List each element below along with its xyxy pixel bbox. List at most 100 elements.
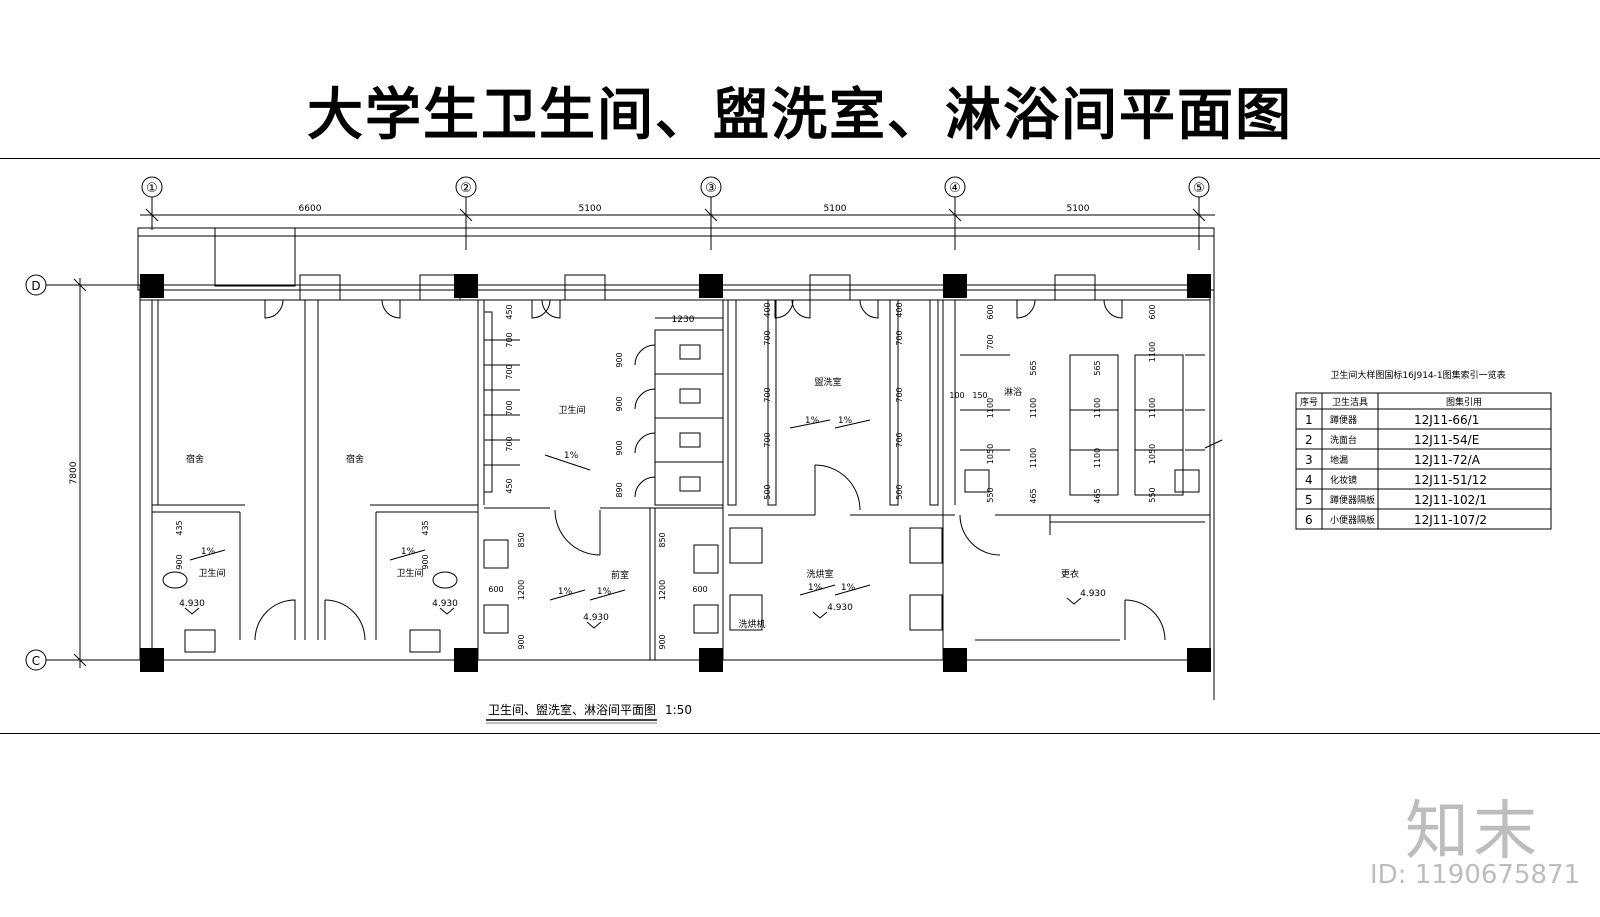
svg-text:900: 900: [175, 554, 184, 569]
axis-label-2: ②: [460, 181, 472, 196]
legend-row-1-no: 1: [1305, 413, 1313, 427]
svg-text:600: 600: [488, 585, 503, 594]
svg-text:700: 700: [763, 387, 772, 402]
plan-caption: 卫生间、盥洗室、淋浴间平面图: [488, 702, 656, 717]
svg-text:565: 565: [1029, 360, 1038, 375]
svg-text:700: 700: [505, 332, 514, 347]
svg-text:890: 890: [615, 482, 624, 497]
svg-text:565: 565: [1093, 360, 1102, 375]
legend-row-6-no: 6: [1305, 513, 1313, 527]
legend-row-4-ref: 12J11-51/12: [1414, 473, 1487, 487]
legend-row-2-no: 2: [1305, 433, 1313, 447]
shower-top-dim-2: 150: [972, 391, 987, 400]
legend-row-5-ref: 12J11-102/1: [1414, 493, 1487, 507]
span-dim-3: 5100: [824, 204, 847, 214]
legend-row-2-fixture: 洗面台: [1330, 434, 1357, 446]
svg-text:900: 900: [615, 396, 624, 411]
axis-label-3: ③: [705, 181, 717, 196]
svg-text:400: 400: [763, 302, 772, 317]
room-shower: 淋浴: [1004, 386, 1022, 398]
svg-text:700: 700: [895, 387, 904, 402]
room-toilet-small-2: 卫生间: [396, 567, 423, 579]
legend-col-fixture: 卫生洁具: [1332, 396, 1368, 408]
legend-row-1-fixture: 蹲便器: [1330, 414, 1357, 426]
svg-text:1050: 1050: [986, 444, 995, 464]
legend-row-3-fixture: 地漏: [1330, 454, 1348, 466]
dims-shower-b: 565 1100 1100 465: [1029, 360, 1038, 503]
svg-text:400: 400: [895, 302, 904, 317]
svg-text:1050: 1050: [1148, 444, 1157, 464]
span-dim-2: 5100: [579, 204, 602, 214]
svg-text:900: 900: [615, 352, 624, 367]
room-dryer: 洗烘机: [738, 618, 765, 630]
svg-text:1200: 1200: [658, 580, 667, 600]
legend-row-1-ref: 12J11-66/1: [1414, 413, 1479, 427]
svg-text:850: 850: [658, 532, 667, 547]
legend-row-4-no: 4: [1305, 473, 1313, 487]
dims-wash-right: 400 700 700 700 500: [895, 302, 904, 499]
slope-mark-laundry-2: 1%: [841, 583, 856, 593]
legend-row-6-fixture: 小便器隔板: [1330, 514, 1375, 526]
legend-row-5-fixture: 蹲便器隔板: [1330, 494, 1375, 506]
legend-col-ref: 图集引用: [1446, 396, 1482, 408]
svg-text:465: 465: [1093, 488, 1102, 503]
svg-text:700: 700: [763, 330, 772, 345]
elev-small-2: 4.930: [432, 599, 458, 609]
dims-wash-left: 400 700 700 700 500: [763, 302, 772, 499]
legend-row-6-ref: 12J11-107/2: [1414, 513, 1487, 527]
axis-bubbles: [25, 176, 1210, 671]
svg-text:850: 850: [517, 532, 526, 547]
room-anteroom: 前室: [611, 569, 629, 581]
dims-shower-a: 600 700 1100 1050 550: [986, 304, 995, 502]
slope-mark-ante-1: 1%: [558, 587, 573, 597]
room-dorm-1: 宿舍: [186, 453, 204, 465]
elev-changing: 4.930: [1080, 589, 1106, 599]
svg-text:1100: 1100: [1093, 448, 1102, 468]
svg-text:900: 900: [421, 554, 430, 569]
svg-text:435: 435: [421, 520, 430, 535]
room-dorm-2: 宿舍: [346, 453, 364, 465]
legend-row-3-ref: 12J11-72/A: [1414, 453, 1481, 467]
depth-dim: 7800: [69, 461, 79, 484]
slope-mark-laundry-1: 1%: [808, 583, 823, 593]
watermark-logo: 知末: [1405, 795, 1541, 869]
dims-shower-d: 600 1100 1100 1050 550: [1148, 304, 1157, 502]
slope-mark-small-1: 1%: [201, 547, 216, 557]
dims-small-toilet: 435 900 435 900: [175, 520, 430, 569]
svg-text:900: 900: [517, 634, 526, 649]
axis-label-1: ①: [146, 181, 158, 196]
svg-text:550: 550: [986, 487, 995, 502]
svg-text:550: 550: [1148, 487, 1157, 502]
svg-text:700: 700: [986, 334, 995, 349]
legend-row-2-ref: 12J11-54/E: [1414, 433, 1479, 447]
legend-row-3-no: 3: [1305, 453, 1313, 467]
svg-text:600: 600: [986, 304, 995, 319]
legend-row-4-fixture: 化妆镜: [1330, 474, 1357, 486]
columns: [140, 274, 1211, 672]
room-toilet-small-1: 卫生间: [198, 567, 225, 579]
legend-rows: 1 蹲便器 12J11-66/1 2 洗面台 12J11-54/E 3 地漏 1…: [1305, 413, 1487, 527]
elev-laundry: 4.930: [827, 603, 853, 613]
svg-text:1100: 1100: [1029, 448, 1038, 468]
dims-shower-c: 565 1100 1100 465: [1093, 360, 1102, 503]
axis-label-5: ⑤: [1193, 181, 1205, 196]
axis-label-c: C: [32, 654, 40, 668]
svg-text:900: 900: [658, 634, 667, 649]
svg-text:700: 700: [505, 400, 514, 415]
svg-text:700: 700: [895, 330, 904, 345]
svg-text:700: 700: [763, 432, 772, 447]
svg-text:700: 700: [505, 364, 514, 379]
legend-col-no: 序号: [1300, 396, 1318, 408]
legend-row-5-no: 5: [1305, 493, 1313, 507]
svg-text:600: 600: [1148, 304, 1157, 319]
shower-top-dim-1: 100: [949, 391, 964, 400]
svg-text:1200: 1200: [517, 580, 526, 600]
slope-mark-toilet: 1%: [564, 451, 579, 461]
svg-text:1100: 1100: [986, 398, 995, 418]
room-changing: 更衣: [1061, 568, 1079, 580]
elev-small-1: 4.930: [179, 599, 205, 609]
stall-width-dim: 1230: [672, 315, 695, 325]
dims-ante: 850 1200 900 850 1200 900 600 600: [488, 532, 707, 649]
drawing-frame: [0, 158, 1600, 734]
